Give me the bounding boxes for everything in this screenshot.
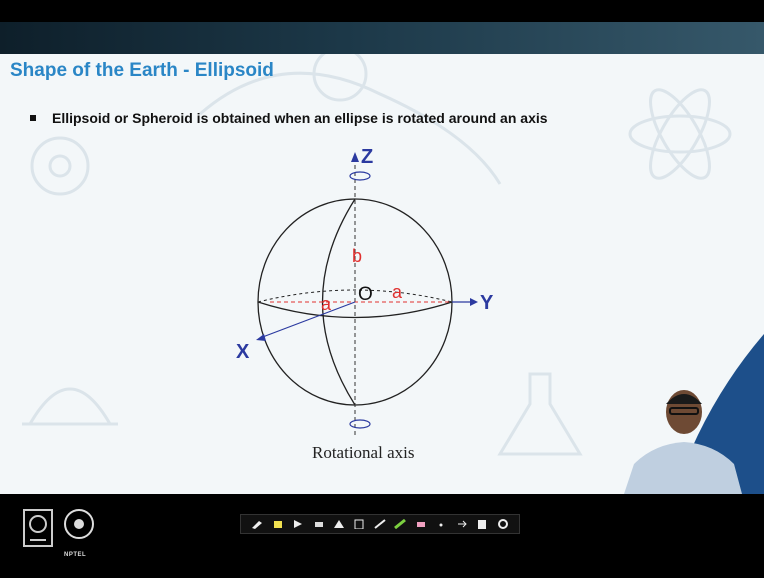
rotational-axis-caption: Rotational axis bbox=[312, 443, 414, 462]
presenter-body bbox=[624, 442, 742, 494]
y-axis-arrow bbox=[470, 298, 478, 306]
equator-back-line bbox=[257, 289, 453, 303]
page-icon[interactable] bbox=[353, 519, 365, 529]
eraser-pink-icon[interactable] bbox=[415, 519, 427, 529]
hardhat-icon bbox=[22, 387, 118, 426]
semi-major-label-left: a bbox=[321, 294, 332, 314]
glasses-icon bbox=[669, 407, 699, 415]
x-axis-label: X bbox=[236, 341, 250, 363]
iit-kharagpur-logo bbox=[23, 509, 53, 547]
ellipsoid-diagram: Z Y X O a a b Rotational axis bbox=[236, 146, 494, 462]
flask-icon bbox=[497, 372, 583, 456]
x-axis-arrow bbox=[256, 334, 266, 341]
bullet-marker bbox=[30, 115, 36, 121]
z-axis-label: Z bbox=[361, 146, 373, 168]
marker-icon[interactable] bbox=[333, 519, 345, 529]
green-pen-icon[interactable] bbox=[394, 519, 407, 529]
pen-icon[interactable] bbox=[251, 519, 263, 529]
equator-line bbox=[257, 301, 453, 319]
bullet-text: Ellipsoid or Spheroid is obtained when a… bbox=[52, 110, 548, 126]
tree-node-icon bbox=[312, 54, 368, 102]
semi-minor-label: b bbox=[352, 246, 362, 266]
dot-icon[interactable] bbox=[435, 519, 447, 529]
nptel-label: NPTEL bbox=[64, 552, 87, 558]
pencil-icon[interactable] bbox=[374, 519, 386, 529]
slide-title: Shape of the Earth - Ellipsoid bbox=[10, 60, 274, 81]
presenter-hair bbox=[666, 394, 702, 404]
tree-branch bbox=[199, 71, 502, 185]
semi-major-label-right: a bbox=[392, 282, 403, 302]
y-axis-label: Y bbox=[480, 292, 494, 314]
annotation-toolbar[interactable] bbox=[240, 514, 520, 534]
rotation-arrow-icon bbox=[349, 171, 371, 181]
rotation-arrow-icon bbox=[349, 419, 371, 429]
clear-icon[interactable] bbox=[476, 519, 488, 529]
top-black-bar bbox=[0, 0, 764, 22]
pointer-icon[interactable] bbox=[292, 519, 304, 529]
presenter-video bbox=[624, 334, 764, 494]
slide-header-band bbox=[0, 22, 764, 54]
arrow-icon[interactable] bbox=[456, 519, 468, 529]
bullet-item: Ellipsoid or Spheroid is obtained when a… bbox=[30, 110, 548, 126]
nptel-logo bbox=[64, 509, 94, 539]
gear-icon bbox=[30, 136, 90, 196]
bottom-control-bar: NPTEL bbox=[0, 494, 764, 578]
x-axis-line bbox=[259, 301, 356, 339]
highlighter-icon[interactable] bbox=[272, 519, 284, 529]
background-watermark bbox=[22, 54, 732, 456]
z-axis-arrow bbox=[351, 152, 359, 162]
origin-label: O bbox=[358, 284, 373, 305]
eraser-icon[interactable] bbox=[313, 519, 325, 529]
slide: Shape of the Earth - Ellipsoid Ellipsoid… bbox=[0, 54, 764, 494]
atom-icon bbox=[628, 88, 732, 180]
settings-icon[interactable] bbox=[497, 519, 509, 529]
